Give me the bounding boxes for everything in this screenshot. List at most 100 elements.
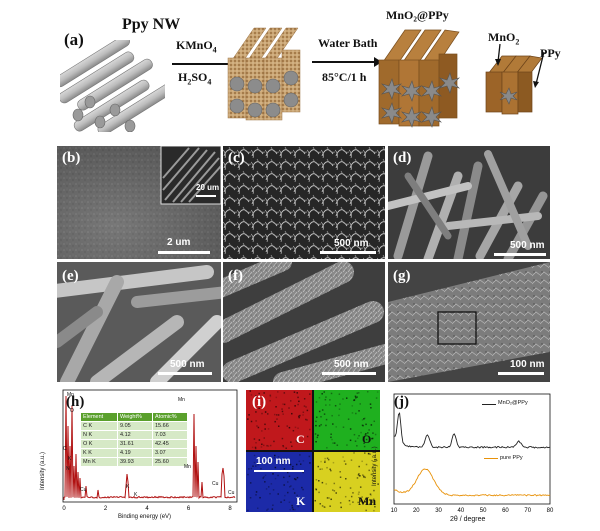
xrd-xtick-label: 50 (480, 508, 487, 514)
map-noise (271, 483, 273, 485)
map-noise (284, 404, 286, 406)
map-noise (309, 462, 311, 464)
map-noise (277, 391, 279, 393)
xrd-series-ppy (394, 469, 550, 496)
map-noise (365, 477, 367, 479)
eds-xtick-label: 0 (62, 506, 66, 512)
map-noise (342, 456, 344, 458)
map-noise (303, 460, 305, 462)
panel-g-scale-bar (498, 372, 544, 375)
peak-label: Mn (184, 464, 191, 470)
map-noise (373, 490, 375, 492)
map-noise (370, 403, 372, 405)
map-noise (364, 418, 366, 420)
map-noise (305, 406, 307, 408)
map-noise (266, 445, 268, 447)
map-noise (297, 404, 299, 406)
map-noise (273, 489, 275, 491)
xrd-ylabel: Intensity ( a.u.) (372, 446, 378, 486)
map-noise (324, 506, 326, 508)
coated-nanowire-schematic (222, 20, 310, 132)
map-noise (309, 393, 311, 395)
peak-label: K (134, 492, 137, 498)
map-noise (320, 424, 322, 426)
map-noise (305, 419, 307, 421)
eds-header-cell: Element (81, 413, 118, 422)
map-noise (369, 453, 371, 455)
map-noise (358, 435, 360, 437)
map-noise (247, 418, 249, 420)
map-noise (309, 456, 310, 458)
map-noise (358, 410, 360, 412)
table-row: C K9.0515.66 (81, 422, 188, 431)
map-noise (355, 397, 357, 399)
map-noise (374, 421, 376, 423)
map-noise (268, 445, 270, 447)
map-noise (358, 491, 360, 493)
map-noise (316, 479, 318, 481)
map-noise (355, 396, 357, 398)
map-noise (344, 460, 346, 462)
map-noise (334, 442, 336, 444)
map-noise (316, 417, 318, 419)
table-cell: K K (81, 449, 118, 458)
map-noise (365, 510, 367, 512)
eds-header-cell: Atomic% (153, 413, 188, 422)
table-cell: 31.61 (118, 440, 153, 449)
peak-label: Cu (212, 481, 218, 487)
inset-scale-text: 20 um (196, 183, 219, 192)
map-noise (362, 419, 364, 421)
map-noise (267, 413, 269, 415)
map-noise (257, 507, 259, 509)
map-noise (368, 470, 370, 472)
map-noise (323, 391, 325, 393)
map-noise (306, 419, 308, 421)
map-noise (247, 510, 249, 512)
map-noise (350, 440, 352, 442)
peak-label: Cu (80, 487, 86, 493)
map-noise (325, 396, 327, 398)
panel-d-label: (d) (393, 150, 411, 167)
xrd-xtick-label: 30 (435, 508, 442, 514)
map-noise (276, 418, 278, 420)
eds-xtick-label: 6 (187, 506, 191, 512)
map-noise (324, 461, 326, 463)
map-noise (351, 496, 353, 498)
map-noise (370, 407, 372, 409)
map-noise (273, 441, 275, 443)
peak-label: K (126, 484, 129, 490)
map-noise (345, 463, 347, 465)
map-noise (297, 477, 299, 479)
map-noise (330, 433, 332, 435)
map-noise (335, 492, 337, 494)
inset-scale-bar (196, 195, 216, 197)
panel-f-scale-text: 500 nm (334, 359, 368, 370)
table-cell: 42.45 (153, 440, 188, 449)
table-cell: 25.60 (153, 458, 188, 467)
map-noise (275, 478, 277, 480)
map-noise (364, 452, 366, 454)
map-noise (368, 453, 370, 455)
panel-i-label: (i) (252, 394, 266, 411)
map-noise (294, 391, 296, 393)
panel-d-scale-bar (494, 253, 546, 256)
map-noise (320, 416, 322, 418)
map-noise (294, 509, 296, 511)
map-noise (325, 425, 327, 427)
map-noise (259, 439, 261, 441)
map-noise (297, 397, 299, 399)
map-noise (252, 465, 254, 467)
eds-table-header: Element Weight% Atomic% (81, 413, 188, 422)
map-noise (284, 499, 286, 501)
map-scale-bar (254, 470, 304, 472)
map-noise (320, 503, 322, 505)
map-noise (281, 408, 283, 410)
map-noise (255, 420, 257, 422)
map-noise (274, 421, 276, 423)
panel-f-scale-bar (322, 372, 376, 375)
map-noise (276, 397, 278, 399)
map-noise (302, 489, 304, 491)
xrd-legend-top-swatch (482, 404, 496, 405)
map-noise (346, 444, 348, 446)
reagent-h2so4: H2SO4 (178, 70, 211, 86)
